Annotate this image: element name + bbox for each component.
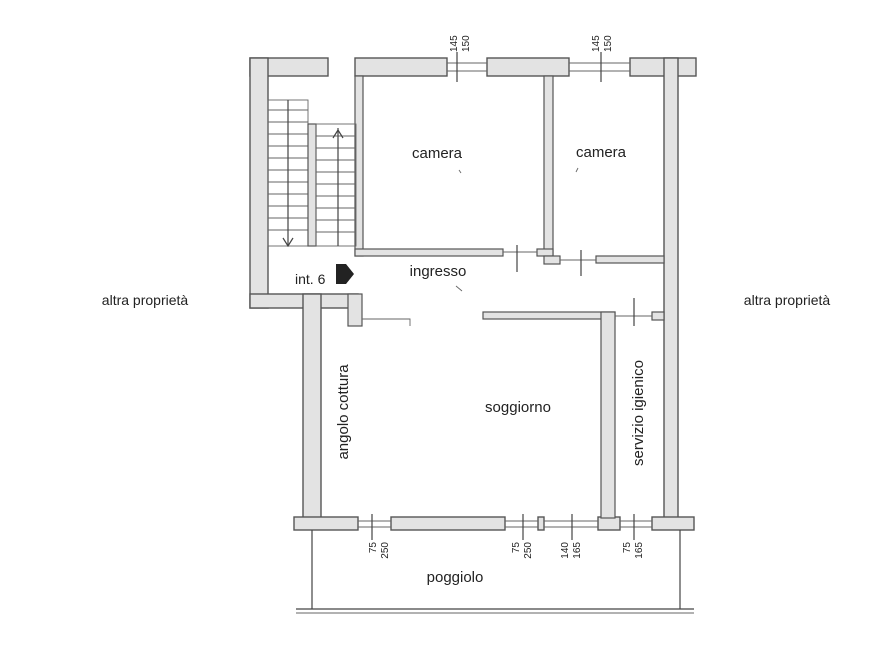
window-bottom-3: [544, 514, 598, 540]
wall-top-3: [486, 57, 570, 77]
wall-bedroom2-bottom: [595, 255, 665, 264]
stairs: [267, 99, 357, 248]
dim-top-2-b: 150: [603, 35, 614, 52]
dim-bottom-1-a: 75: [368, 542, 379, 554]
wall-bedroom1-bottom: [354, 248, 504, 257]
dim-bottom-1-b: 250: [380, 542, 391, 559]
wall-bathroom-left: [600, 311, 616, 519]
entrance-marker-icon: [336, 264, 354, 284]
neighbor-label-right: altra proprietà: [744, 292, 831, 308]
room-label-poggiolo: poggiolo: [427, 569, 484, 586]
wall-living-top: [482, 311, 616, 320]
door-marks: [362, 167, 652, 326]
dim-bottom-3-b: 165: [572, 542, 583, 559]
wall-bathroom-stub: [651, 311, 665, 321]
room-label-camera-right: camera: [576, 144, 627, 161]
wall-entrance-stub: [347, 293, 363, 327]
room-label-soggiorno: soggiorno: [485, 399, 551, 416]
wall-top-4: [629, 57, 697, 77]
wall-bottom-3: [537, 516, 545, 531]
dim-bottom-2-b: 250: [523, 542, 534, 559]
room-label-servizio-igienico: servizio igienico: [630, 360, 647, 466]
window-bottom-4: [620, 514, 652, 540]
wall-bottom-4: [597, 516, 621, 531]
room-label-angolo-cottura: angolo cottura: [335, 364, 352, 460]
wall-bottom-1: [293, 516, 359, 531]
window-top-1: [447, 52, 487, 82]
dim-bottom-4-a: 75: [622, 542, 633, 554]
wall-right: [663, 57, 679, 529]
neighbor-label-left: altra proprietà: [102, 292, 189, 308]
wall-bedroom-partition: [543, 75, 554, 257]
door-bottom-2: [505, 514, 538, 540]
dim-bottom-3-a: 140: [560, 542, 571, 559]
wall-left-stair: [249, 57, 269, 309]
dim-top-1-b: 150: [461, 35, 472, 52]
wall-partition-foot2: [543, 255, 561, 265]
wall-bottom-5: [651, 516, 695, 531]
unit-label: int. 6: [295, 271, 326, 287]
balcony: [296, 530, 694, 614]
dim-top-2-a: 145: [591, 35, 602, 52]
walls: [249, 57, 697, 531]
dim-bottom-4-b: 165: [634, 542, 645, 559]
wall-bottom-2: [390, 516, 506, 531]
door-bottom-1: [358, 514, 391, 540]
dim-top-1-a: 145: [449, 35, 460, 52]
room-label-ingresso: ingresso: [410, 263, 467, 280]
wall-top-2: [354, 57, 448, 77]
window-top-2: [569, 52, 630, 82]
wall-partition-foot: [536, 248, 554, 257]
room-label-camera-left: camera: [412, 145, 463, 162]
dim-bottom-2-a: 75: [511, 542, 522, 554]
wall-left-lower: [302, 293, 322, 529]
interior-walls: [347, 75, 665, 519]
